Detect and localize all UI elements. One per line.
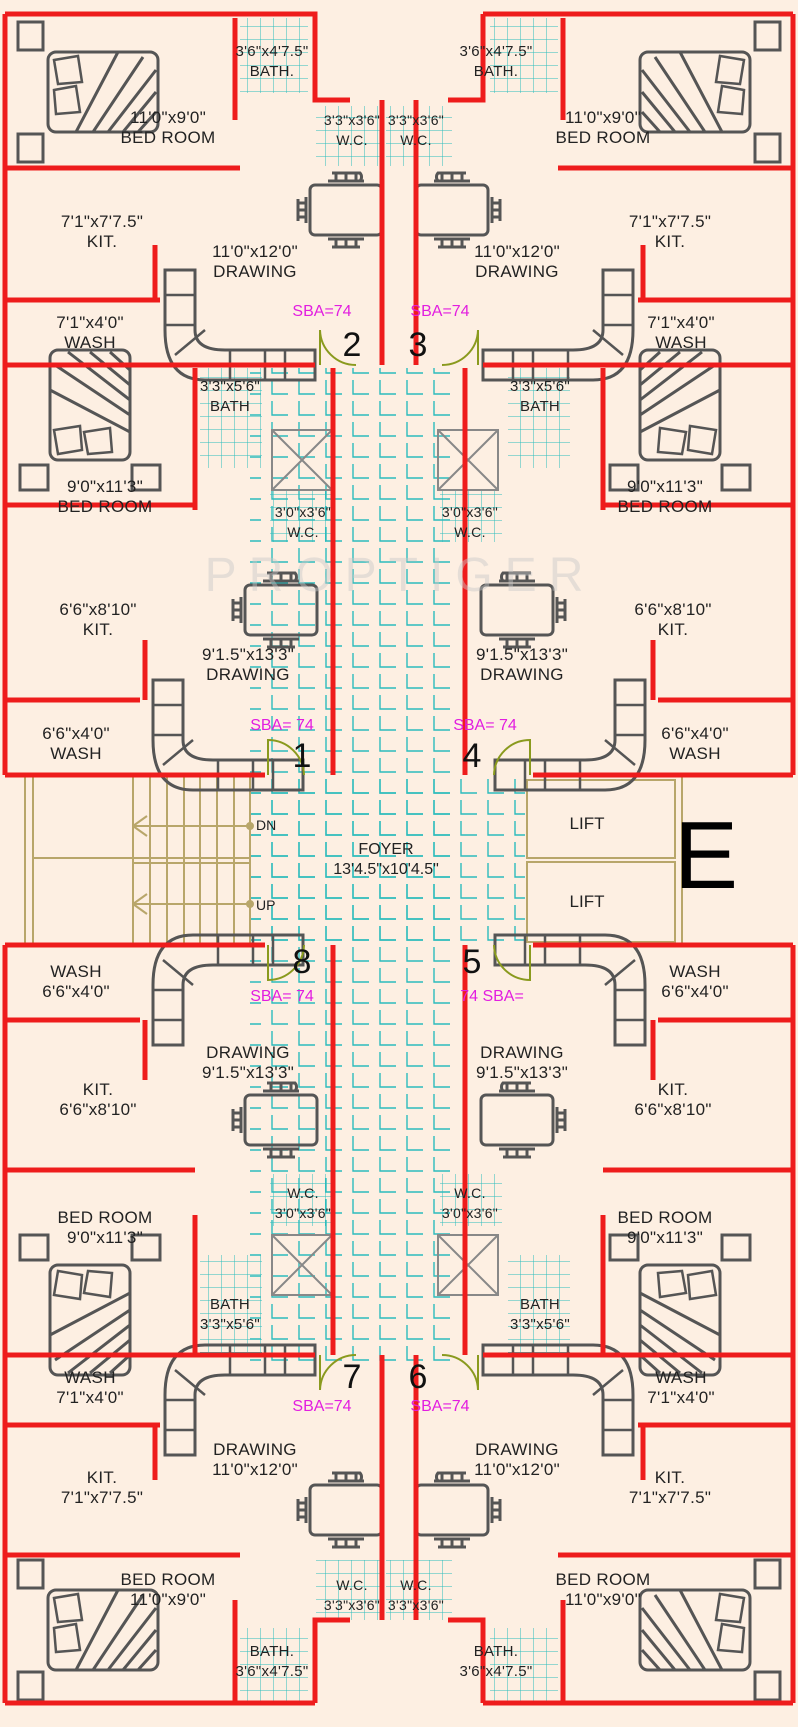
room-label: 7'1"x4'0"WASH: [647, 313, 715, 352]
doors: [267, 329, 531, 1391]
room-label: 3'0"x3'6"W.C.: [441, 504, 499, 540]
room-label: 6'6"x4'0"WASH: [42, 724, 110, 763]
room-label: KIT.7'1"x7'7.5": [628, 1468, 712, 1507]
room-label: 3'0"x3'6"W.C.: [274, 504, 332, 540]
flat-number: 1: [292, 737, 312, 775]
room-label: 11'0"x9'0"BED ROOM: [120, 108, 216, 147]
flat-number: 5: [462, 943, 482, 981]
room-label: 3'3"x3'6"W.C.: [323, 112, 381, 148]
room-label: 11'0"x9'0"BED ROOM: [555, 108, 651, 147]
room-label: 9'1.5"x13'3"DRAWING: [475, 645, 569, 684]
room-label: 9'1.5"x13'3"DRAWING: [201, 645, 295, 684]
staircase: [24, 776, 254, 944]
sba-label: SBA= 74: [250, 988, 314, 1005]
room-label: W.C.3'0"x3'6": [274, 1185, 332, 1221]
flat-number: 7: [342, 1358, 362, 1396]
room-label: W.C.3'3"x3'6": [387, 1577, 445, 1613]
sba-label: SBA=74: [292, 303, 352, 320]
room-label: KIT.7'1"x7'7.5": [60, 1468, 144, 1507]
flat-number: 2: [342, 326, 362, 364]
room-label: 11'0"x12'0"DRAWING: [474, 242, 560, 281]
room-label: W.C.3'3"x3'6": [323, 1577, 381, 1613]
flat-number: 3: [408, 326, 428, 364]
room-label: 7'1"x7'7.5"KIT.: [60, 212, 144, 251]
sba-label: SBA=74: [410, 303, 470, 320]
room-label: W.C.3'0"x3'6": [441, 1185, 499, 1221]
sba-label: SBA= 74: [250, 717, 314, 734]
room-label: 3'3"x3'6"W.C.: [387, 112, 445, 148]
room-label: 11'0"x12'0"DRAWING: [212, 242, 298, 281]
flat-number: 8: [292, 943, 312, 981]
room-label: 7'1"x7'7.5"KIT.: [628, 212, 712, 251]
flat-number: 6: [408, 1358, 428, 1396]
room-label: 3'6"x4'7.5"BATH.: [235, 43, 309, 80]
stair-up-label: UP: [256, 897, 276, 913]
wet-area-tiles: [200, 18, 570, 1703]
watermark: PROPTIGER: [204, 549, 596, 602]
room-label: KIT.6'6"x8'10": [59, 1080, 137, 1119]
flat-number: 4: [462, 737, 482, 775]
lift-shafts: [526, 776, 683, 944]
sba-label: SBA= 74: [453, 717, 517, 734]
room-label: 3'3"x5'6"BATH: [510, 378, 570, 415]
foyer-tiles: [250, 776, 525, 944]
sba-label: SBA=74: [410, 1398, 470, 1415]
lift-1-label: LIFT: [569, 814, 605, 833]
stair-down-label: DN: [256, 817, 277, 833]
sba-label: 74 SBA=: [460, 988, 524, 1005]
room-label: 6'6"x8'10"KIT.: [59, 600, 137, 639]
room-label: KIT.6'6"x8'10": [634, 1080, 712, 1119]
room-label: 6'6"x4'0"WASH: [661, 724, 729, 763]
room-label: BATH.3'6"x4'7.5": [459, 1643, 533, 1680]
room-label: 9'0"x11'3"BED ROOM: [617, 477, 713, 516]
room-label: 9'0"x11'3"BED ROOM: [57, 477, 153, 516]
lift-2-label: LIFT: [569, 892, 605, 911]
room-label: BATH.3'6"x4'7.5": [235, 1643, 309, 1680]
room-label: 7'1"x4'0"WASH: [56, 313, 124, 352]
compass-direction-label: E: [673, 802, 739, 909]
room-label: 3'3"x5'6"BATH: [200, 378, 260, 415]
walls: [2, 11, 796, 1706]
room-label: 3'6"x4'7.5"BATH.: [459, 43, 533, 80]
room-label: 6'6"x8'10"KIT.: [634, 600, 712, 639]
sba-label: SBA=74: [292, 1398, 352, 1415]
